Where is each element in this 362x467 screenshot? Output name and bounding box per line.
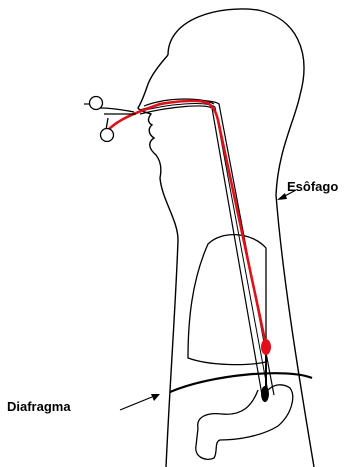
body-back-outline <box>168 9 314 467</box>
diaphragm-pointer <box>120 394 160 410</box>
nasogastric-tube <box>108 101 266 345</box>
diaphragm-label: Diafragma <box>7 399 71 414</box>
esophagus-center-line <box>138 104 268 392</box>
esophageal-balloon-icon <box>261 339 271 355</box>
face-profile-outline <box>138 55 178 467</box>
stomach-outline <box>196 385 293 460</box>
esophagus-label: Esôfago <box>287 179 338 194</box>
upper-valve-icon <box>90 97 103 110</box>
lung-outline <box>188 235 266 365</box>
gastric-balloon-icon <box>261 386 269 402</box>
tube-connector-icon <box>84 97 136 142</box>
lower-valve-icon <box>101 129 114 142</box>
esophagus-inner-wall <box>140 106 262 395</box>
